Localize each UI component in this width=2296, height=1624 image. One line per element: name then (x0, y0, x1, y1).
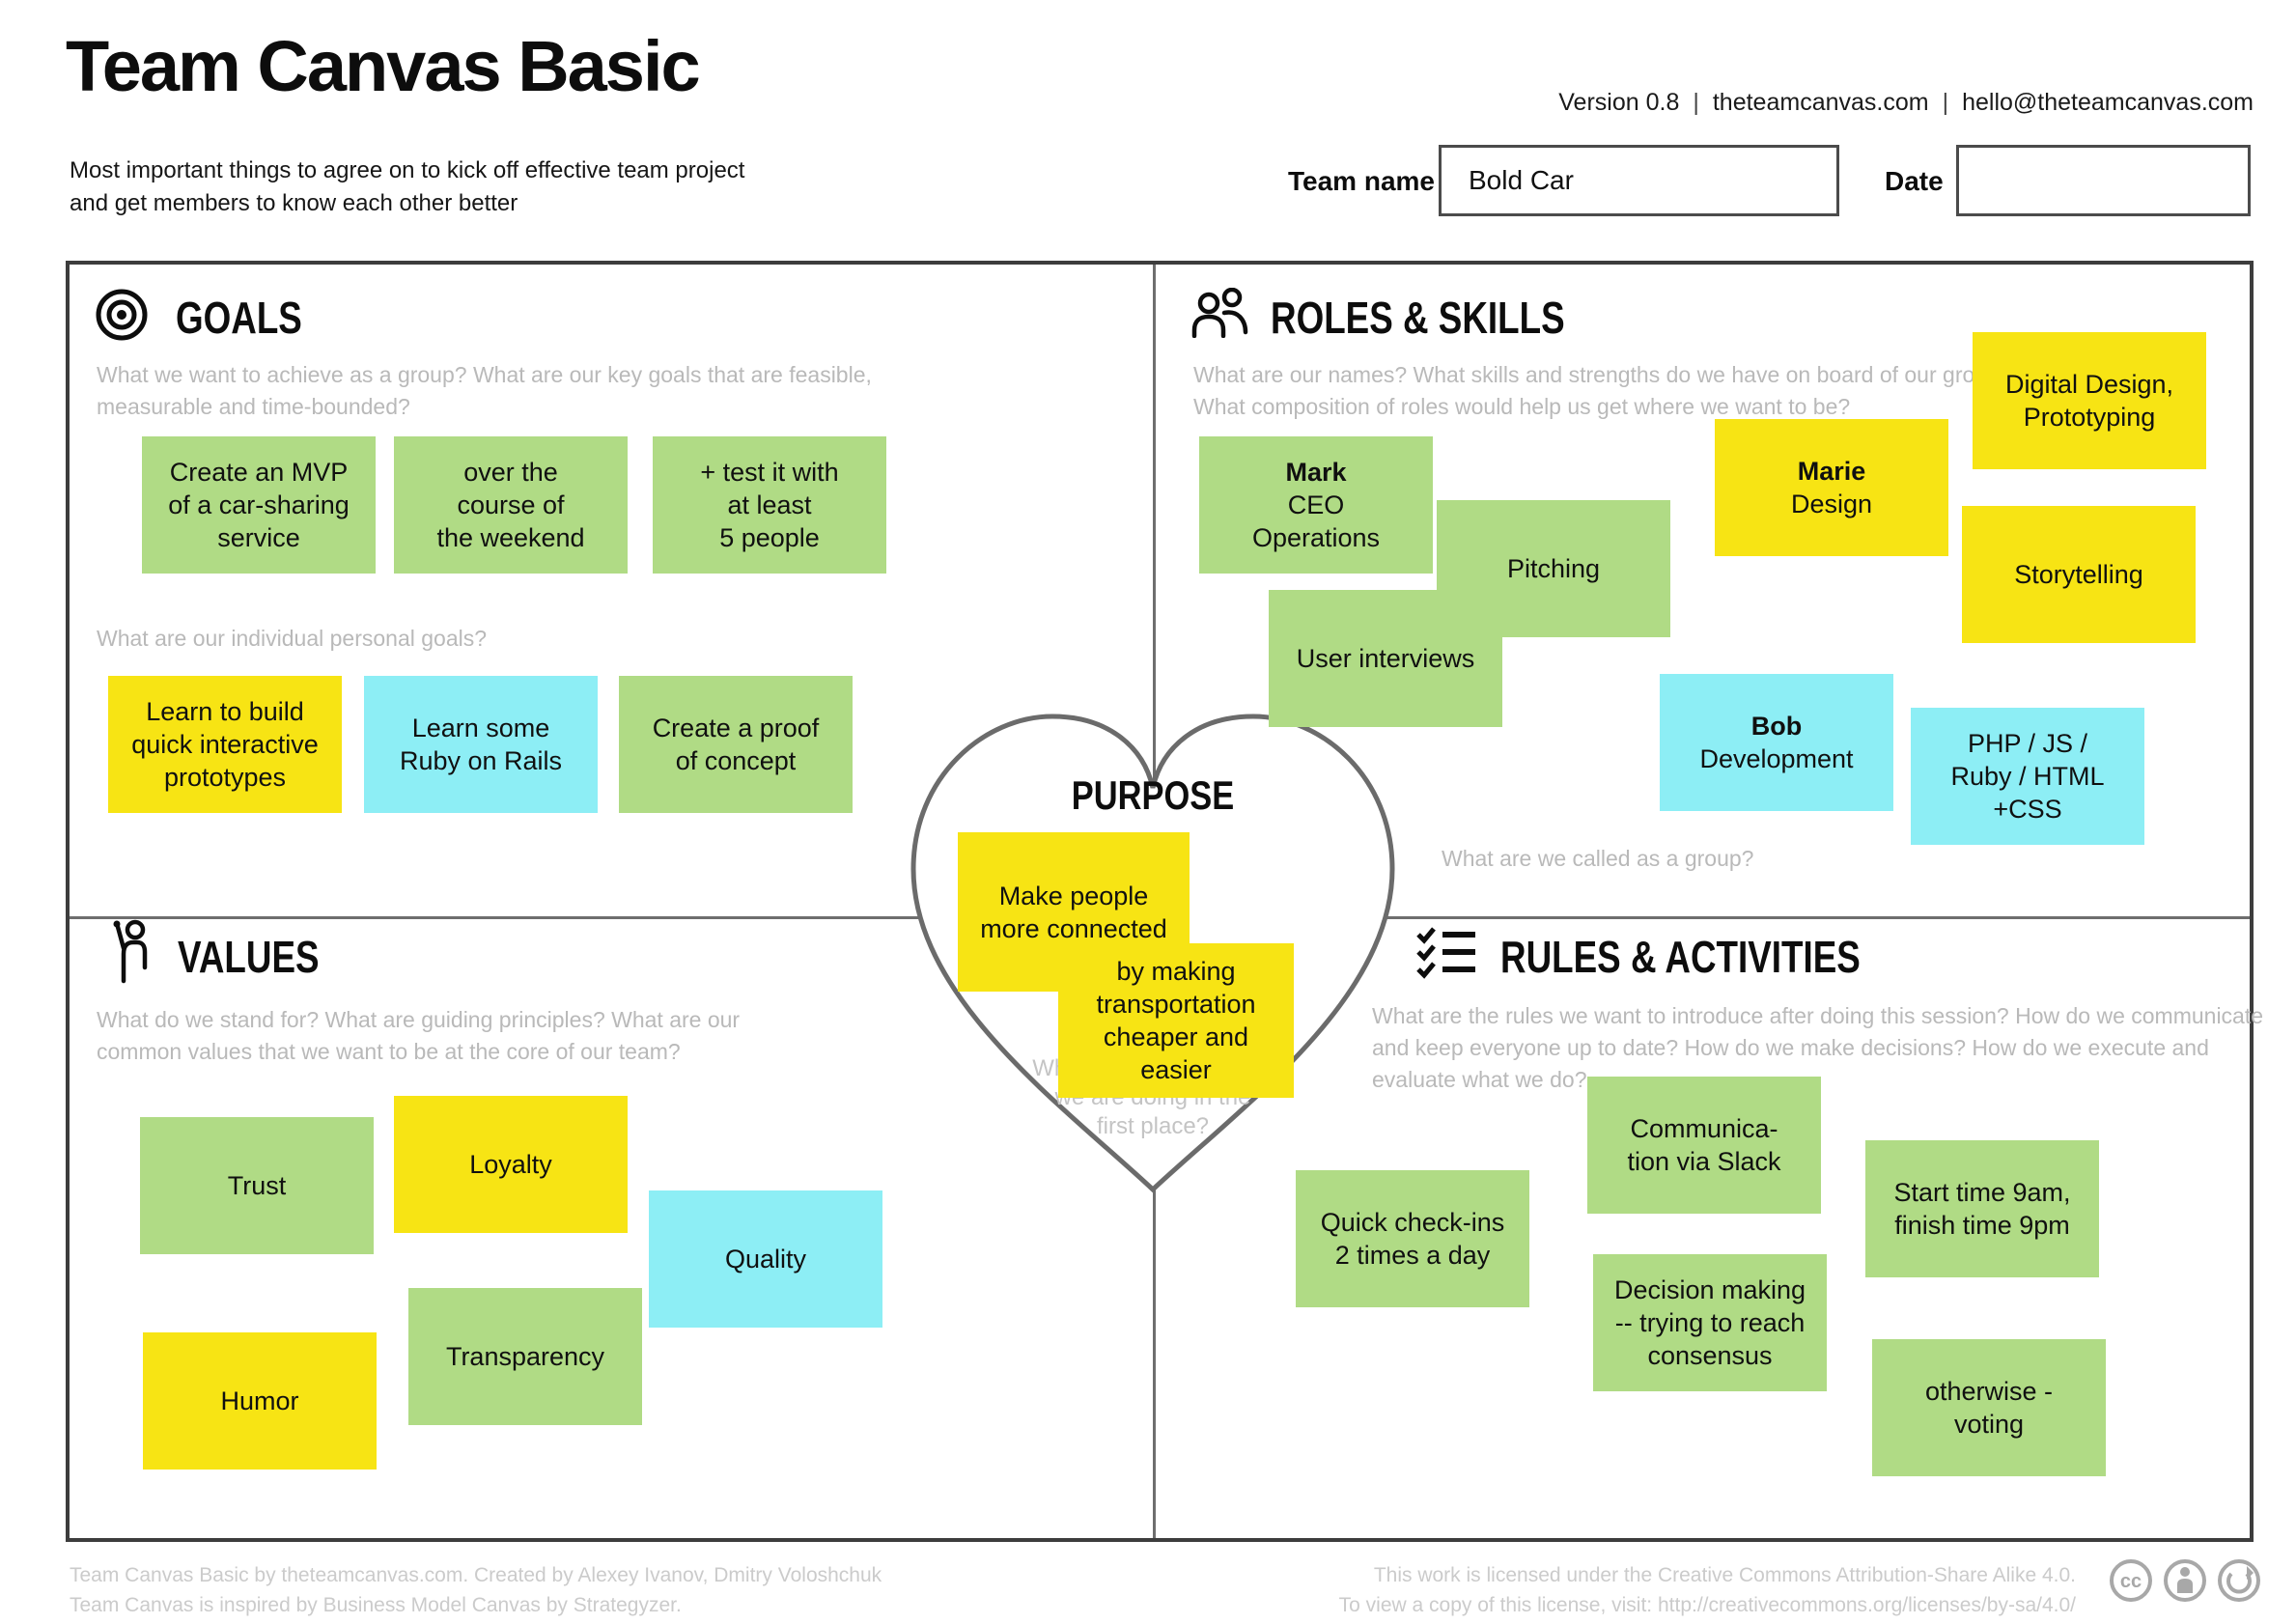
member-name: Marie (1797, 457, 1866, 486)
sticky-note-quality[interactable]: Quality (649, 1190, 882, 1328)
note-text: Start time 9am, finish time 9pm (1893, 1178, 2071, 1240)
sticky-note-trust[interactable]: Trust (140, 1117, 374, 1254)
license-text[interactable]: This work is licensed under the Creative… (1338, 1564, 2076, 1616)
roles-group-name-prompt: What are we called as a group? (1442, 846, 1754, 871)
share-alike-icon (2218, 1559, 2260, 1602)
sticky-note-voting[interactable]: otherwise - voting (1872, 1339, 2106, 1476)
website-link[interactable]: theteamcanvas.com (1712, 89, 1929, 116)
member-name: Mark (1285, 458, 1347, 487)
header-meta: Version 0.8 | theteamcanvas.com | hello@thet… (1558, 89, 2254, 117)
person-icon (113, 919, 148, 984)
note-text: Learn some Ruby on Rails (399, 714, 563, 775)
note-text: Make people more connected (980, 881, 1167, 943)
note-text: PHP / JS / Ruby / HTML +CSS (1950, 729, 2105, 824)
cc-icon: cc (2110, 1559, 2152, 1602)
sticky-note-personal-prototypes[interactable]: Learn to build quick interactive prototy… (108, 676, 342, 813)
section-title-goals: GOALS (176, 293, 302, 343)
note-text: Create a proof of concept (652, 714, 820, 775)
sticky-note-digital-design[interactable]: Digital Design, Prototyping (1973, 332, 2206, 469)
section-title-roles: ROLES & SKILLS (1271, 293, 1565, 343)
sticky-note-goal-mvp[interactable]: Create an MVP of a car-sharing service (142, 436, 376, 574)
section-title-rules: RULES & ACTIVITIES (1500, 932, 1861, 982)
credit-text: Team Canvas Basic by theteamcanvas.com. … (70, 1564, 882, 1616)
goals-description: What we want to achieve as a group? What… (97, 362, 872, 419)
page-subtitle: Most important things to agree on to kic… (70, 157, 745, 216)
sticky-note-loyalty[interactable]: Loyalty (394, 1096, 628, 1233)
section-title-values: VALUES (178, 932, 320, 982)
date-label: Date (1885, 166, 1944, 196)
sticky-note-checkins[interactable]: Quick check-ins 2 times a day (1296, 1170, 1529, 1307)
meta-separator: | (1942, 89, 1949, 116)
version-text: Version 0.8 (1558, 89, 1680, 116)
team-name-label: Team name (1288, 166, 1435, 196)
people-icon (1191, 288, 1248, 338)
attribution-icon (2164, 1559, 2206, 1602)
goals-personal-prompt: What are our individual personal goals? (97, 626, 488, 651)
note-text: Humor (220, 1386, 299, 1415)
page-title: Team Canvas Basic (66, 26, 701, 106)
section-title-purpose: PURPOSE (1071, 772, 1235, 818)
sticky-note-storytelling[interactable]: Storytelling (1962, 506, 2196, 643)
sticky-note-purpose-transportation[interactable]: by making transportation cheaper and eas… (1058, 943, 1294, 1098)
date-field[interactable] (1956, 145, 2251, 216)
values-description: What do we stand for? What are guiding p… (97, 1007, 741, 1064)
rules-description: What are the rules we want to introduce … (1372, 1003, 2264, 1092)
note-text: otherwise - voting (1924, 1377, 2054, 1439)
sticky-note-user-interviews[interactable]: User interviews (1269, 590, 1502, 727)
note-text: + test it with at least 5 people (700, 458, 839, 552)
note-text: Storytelling (2014, 560, 2143, 589)
sticky-note-personal-poc[interactable]: Create a proof of concept (619, 676, 853, 813)
sticky-note-humor[interactable]: Humor (143, 1332, 377, 1470)
sticky-note-goal-weekend[interactable]: over the course of the weekend (394, 436, 628, 574)
note-text: Communica- tion via Slack (1627, 1114, 1781, 1176)
checklist-icon (1416, 927, 1475, 979)
note-text: User interviews (1296, 644, 1475, 673)
note-text: Loyalty (469, 1150, 552, 1179)
sticky-note-times[interactable]: Start time 9am, finish time 9pm (1865, 1140, 2099, 1277)
meta-separator: | (1693, 89, 1699, 116)
note-text: Learn to build quick interactive prototy… (131, 697, 319, 792)
roles-description: What are our names? What skills and stre… (1193, 362, 2012, 419)
sticky-note-transparency[interactable]: Transparency (408, 1288, 642, 1425)
sticky-note-personal-rails[interactable]: Learn some Ruby on Rails (364, 676, 598, 813)
note-text: Transparency (445, 1342, 605, 1371)
svg-text:cc: cc (2120, 1571, 2142, 1592)
team-name-value: Bold Car (1469, 165, 1574, 195)
note-text: Development (1699, 744, 1854, 773)
note-text: Quick check-ins 2 times a day (1320, 1208, 1505, 1270)
note-text: Digital Design, Prototyping (2004, 370, 2174, 432)
note-text: Decision making -- trying to reach conse… (1613, 1275, 1806, 1370)
sticky-note-goal-test[interactable]: + test it with at least 5 people (653, 436, 886, 574)
sticky-note-php-stack[interactable]: PHP / JS / Ruby / HTML +CSS (1911, 708, 2144, 845)
note-text: Create an MVP of a car-sharing service (168, 458, 350, 552)
email-link[interactable]: hello@theteamcanvas.com (1962, 89, 2254, 116)
note-text: by making transportation cheaper and eas… (1096, 957, 1256, 1084)
sticky-note-consensus[interactable]: Decision making -- trying to reach conse… (1593, 1254, 1827, 1391)
target-icon (96, 289, 148, 341)
note-text: Pitching (1506, 554, 1601, 583)
member-name: Bob (1750, 712, 1803, 741)
note-text: Design (1790, 490, 1873, 518)
note-text: CEO Operations (1251, 490, 1381, 552)
note-text: Quality (724, 1245, 807, 1274)
note-text: Trust (227, 1171, 287, 1200)
note-text: over the course of the weekend (436, 458, 585, 552)
team-name-field[interactable]: Bold Car (1439, 145, 1839, 216)
sticky-note-slack[interactable]: Communica- tion via Slack (1587, 1077, 1821, 1214)
